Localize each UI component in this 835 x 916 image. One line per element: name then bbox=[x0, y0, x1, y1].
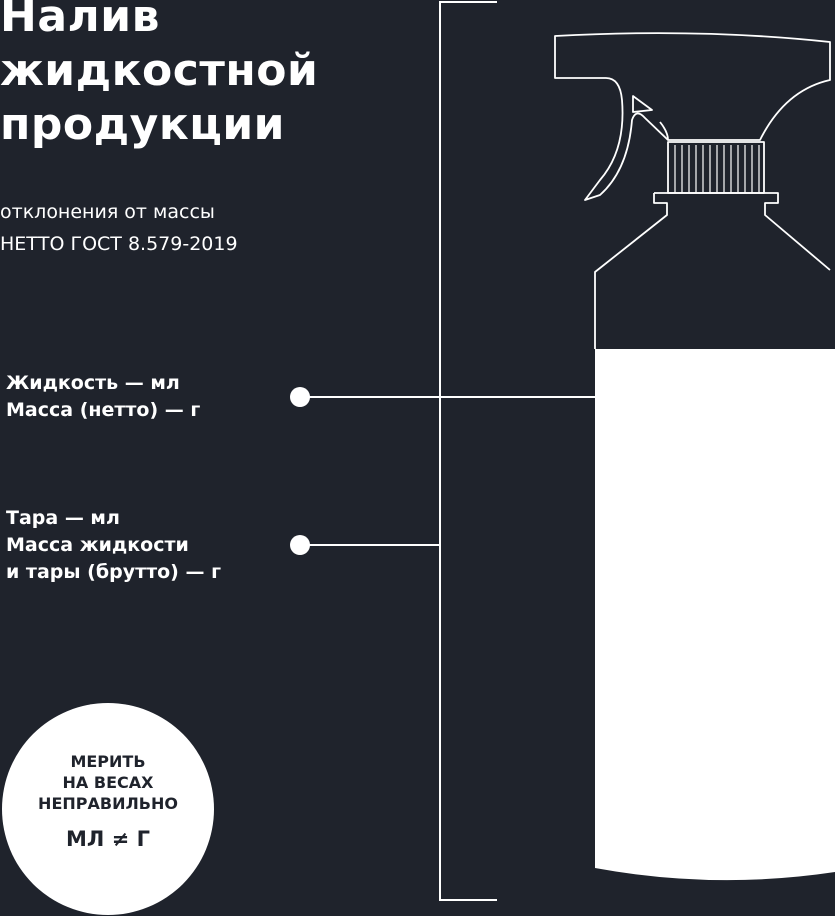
liquid-mass-label: Жидкость — мл Масса (нетто) — г bbox=[6, 372, 201, 421]
tare-mass-label: Тара — мл Масса жидкости и тары (брутто)… bbox=[6, 507, 222, 583]
tare-pointer-dot bbox=[290, 535, 310, 555]
warning-badge: МЕРИТЬ НА ВЕСАХ НЕПРАВИЛЬНО МЛ ≠ Г bbox=[2, 703, 214, 915]
badge-text: МЕРИТЬ НА ВЕСАХ НЕПРАВИЛЬНО bbox=[38, 752, 178, 813]
measurement-bracket bbox=[300, 1, 595, 901]
liquid-pointer-dot bbox=[290, 387, 310, 407]
bottle-liquid bbox=[595, 349, 835, 881]
spray-bottle-icon bbox=[554, 32, 831, 349]
subtitle: отклонения от массы НЕТТО ГОСТ 8.579-201… bbox=[0, 201, 238, 255]
page-title: Налив жидкостной продукции bbox=[0, 0, 319, 150]
badge-formula: МЛ ≠ Г bbox=[66, 827, 150, 851]
